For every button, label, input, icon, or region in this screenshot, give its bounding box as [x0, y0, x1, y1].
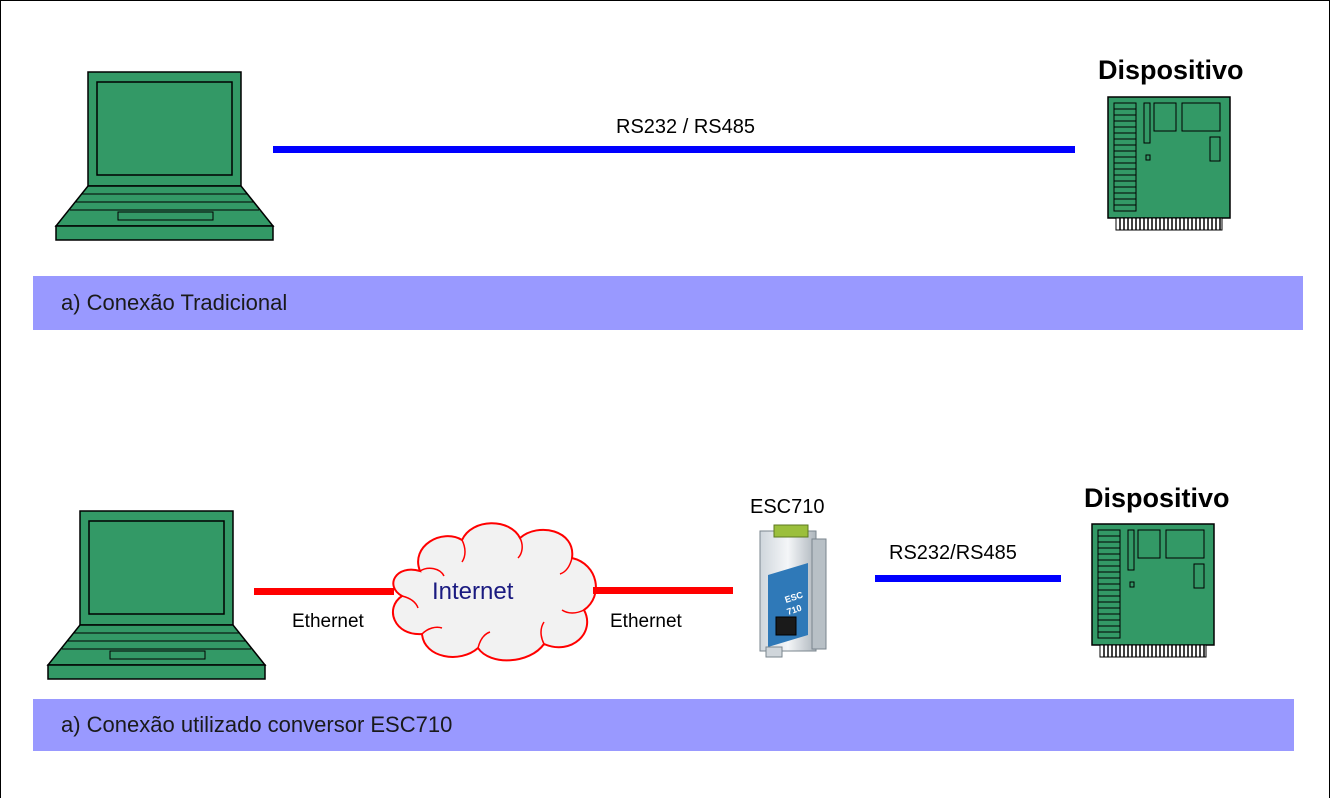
esc710-converter-icon: ESC 710 — [759, 524, 827, 658]
laptop-icon — [46, 510, 267, 680]
caption-text: a) Conexão utilizado conversor ESC710 — [61, 712, 453, 737]
ethernet-label-right: Ethernet — [610, 611, 682, 632]
svg-text:710: 710 — [786, 603, 803, 617]
internet-cloud-icon — [391, 522, 597, 662]
device-title: Dispositivo — [1098, 55, 1244, 85]
device-title-b: Dispositivo — [1084, 483, 1230, 513]
device-board-icon — [1107, 96, 1231, 231]
caption-band-traditional: a) Conexão Tradicional — [33, 276, 1303, 330]
serial-link-label-b: RS232/RS485 — [889, 542, 1017, 564]
ethernet-link-right — [593, 587, 733, 594]
serial-link-label: RS232 / RS485 — [616, 116, 755, 138]
caption-band-converter: a) Conexão utilizado conversor ESC710 — [33, 699, 1294, 751]
caption-text: a) Conexão Tradicional — [61, 290, 288, 315]
serial-link-line-b — [875, 575, 1061, 582]
cloud-label: Internet — [432, 578, 514, 605]
serial-link-line — [273, 146, 1075, 153]
ethernet-label-left: Ethernet — [292, 611, 364, 632]
device-board-icon — [1091, 523, 1215, 658]
converter-label: ESC710 — [750, 496, 825, 518]
laptop-icon — [54, 71, 275, 241]
ethernet-link-left — [254, 588, 394, 595]
